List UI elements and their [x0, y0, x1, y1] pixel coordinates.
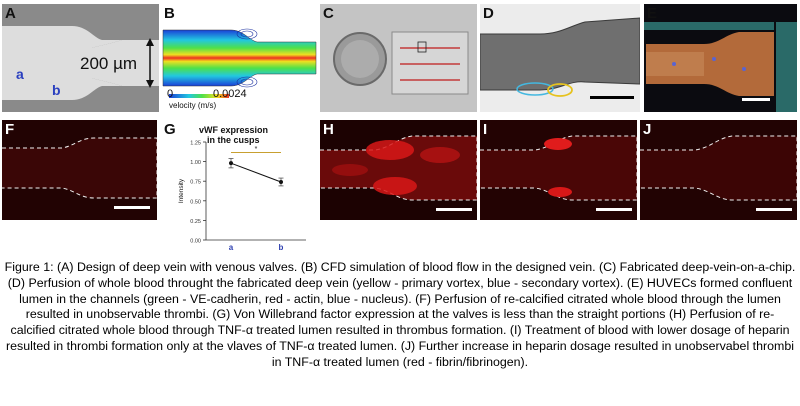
- fluorescence-image-f: [2, 137, 157, 209]
- panel-h-label: H: [323, 121, 334, 138]
- panel-e-label: E: [647, 5, 658, 22]
- x-tick-label: b: [279, 243, 284, 252]
- panel-c-label: C: [323, 5, 334, 22]
- y-tick-label: 1.25: [190, 141, 201, 147]
- panel-h: H: [320, 120, 477, 220]
- marker-b: b: [52, 82, 61, 98]
- y-tick-label: 0.25: [190, 219, 201, 225]
- fluorescence-image-j: [640, 135, 797, 211]
- panel-a-label: A: [5, 5, 16, 22]
- scale-label: velocity (m/s): [169, 101, 217, 110]
- panel-d-label: D: [483, 5, 494, 22]
- data-point: [279, 179, 283, 184]
- cfd-velocity-plot: [162, 28, 317, 98]
- panel-b: B: [161, 4, 318, 112]
- panel-i-label: I: [483, 121, 488, 138]
- y-axis-label: Intensity: [178, 178, 185, 203]
- scale-min: 0: [167, 88, 174, 100]
- panel-i: I: [480, 120, 637, 220]
- series-line: [230, 162, 282, 183]
- chart-title-line1: vWF expression: [199, 125, 269, 135]
- panel-g-label: G: [164, 121, 176, 138]
- panel-c: C: [320, 4, 477, 112]
- panel-a: A 200 µm a b: [2, 4, 159, 112]
- data-point: [229, 161, 233, 166]
- vein-design-diagram: [2, 26, 159, 100]
- panel-b-label: B: [164, 5, 175, 22]
- marker-a: a: [16, 66, 24, 82]
- y-tick-label: 1.00: [190, 160, 201, 166]
- fluorescence-image-i: [480, 135, 637, 211]
- panel-j-label: J: [643, 121, 652, 138]
- panel-e: E: [644, 4, 797, 112]
- panel-d: D: [480, 4, 640, 112]
- panel-j: J: [640, 120, 797, 220]
- scale-max: 0.0024: [213, 88, 247, 100]
- figure-caption: Figure 1: (A) Design of deep vein with v…: [4, 260, 796, 369]
- panel-f-label: F: [5, 121, 15, 138]
- panel-f: F: [2, 120, 157, 220]
- x-tick-label: a: [229, 243, 234, 252]
- chart-title-line2: in the cusps: [207, 135, 260, 145]
- y-tick-label: 0.00: [190, 239, 201, 245]
- confocal-image: [644, 4, 797, 112]
- y-tick-label: 0.75: [190, 180, 201, 186]
- chip-photo: [320, 4, 477, 112]
- fluorescence-image-h: [320, 135, 477, 211]
- perfusion-image: [480, 17, 640, 99]
- significance-marker: *: [255, 146, 258, 153]
- y-tick-label: 0.50: [190, 199, 201, 205]
- dimension-label: 200 µm: [80, 54, 138, 73]
